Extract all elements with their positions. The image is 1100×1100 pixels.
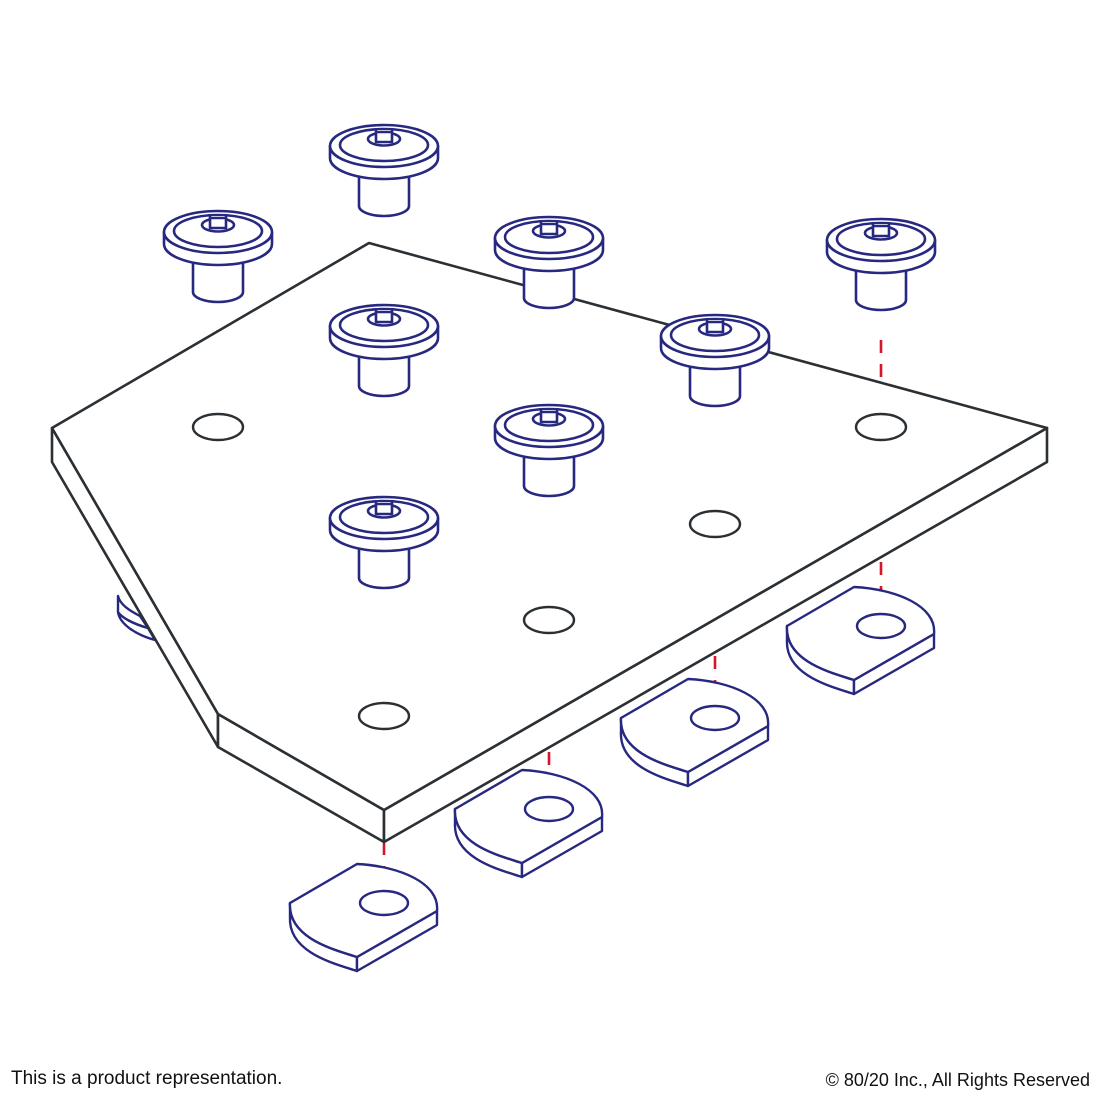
copyright-caption: © 80/20 Inc., All Rights Reserved bbox=[825, 1070, 1090, 1090]
mounting-hole bbox=[191, 412, 245, 442]
plate bbox=[50, 241, 1049, 844]
screw bbox=[328, 123, 440, 218]
t-nut bbox=[619, 677, 770, 788]
mounting-hole bbox=[357, 701, 411, 731]
disclaimer-caption: This is a product representation. bbox=[11, 1068, 283, 1089]
t-nut bbox=[785, 585, 936, 696]
mounting-hole bbox=[688, 509, 742, 539]
screw bbox=[162, 209, 274, 304]
plate-holes bbox=[191, 412, 908, 731]
screw bbox=[825, 217, 937, 312]
mounting-hole bbox=[854, 412, 908, 442]
t-nut bbox=[288, 862, 439, 973]
mounting-hole bbox=[522, 605, 576, 635]
plate-top-face bbox=[50, 241, 1049, 812]
